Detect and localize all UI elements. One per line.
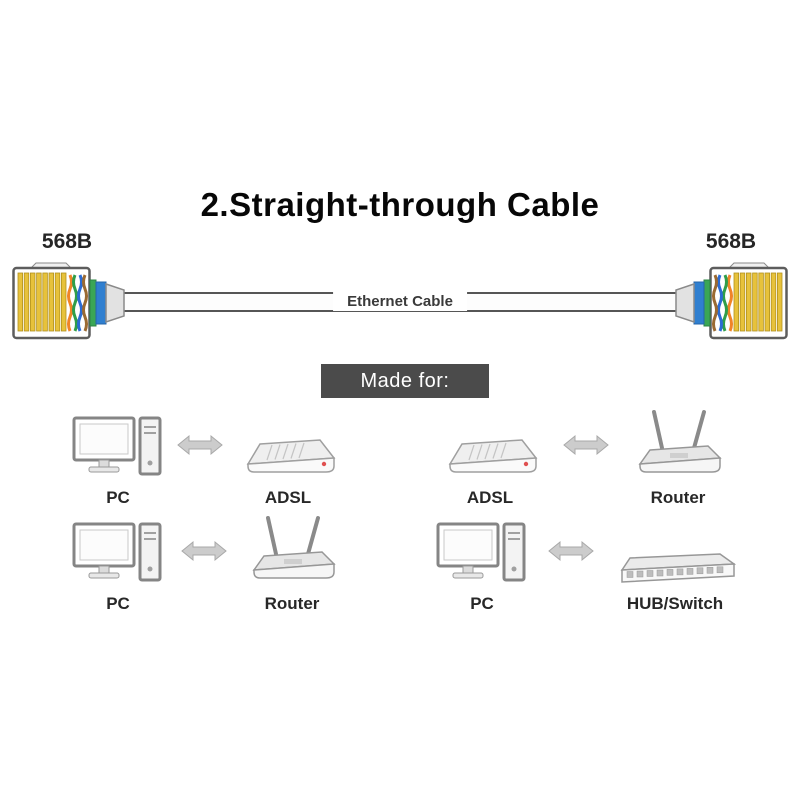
adsl-modem-icon — [448, 439, 538, 473]
router-icon — [638, 410, 722, 473]
device-pair-pc-hub: PC HUB/Switch — [436, 516, 736, 614]
device-pair-adsl-router: ADSL Router — [438, 410, 726, 508]
rj45-connector-right — [670, 260, 788, 346]
device-label: HUB/Switch — [626, 594, 724, 613]
ethernet-cable-label: Ethernet Cable — [333, 292, 467, 311]
adsl-modem-icon — [246, 439, 336, 473]
device-pc: PC — [436, 516, 528, 614]
device-label: PC — [106, 594, 130, 613]
device-label: PC — [470, 594, 494, 613]
device-pair-pc-router: PC Router — [72, 516, 340, 614]
hub-switch-icon — [620, 553, 736, 583]
bidirectional-arrow-icon — [181, 540, 227, 562]
device-router: Router — [630, 410, 726, 508]
router-icon — [252, 516, 336, 579]
pc-icon — [72, 522, 162, 582]
pc-icon — [72, 416, 162, 476]
device-hub-switch: HUB/Switch — [614, 516, 736, 614]
device-pc: PC — [72, 516, 164, 614]
rj45-connector-left — [12, 260, 130, 346]
device-label: ADSL — [264, 488, 312, 507]
pc-icon — [436, 522, 526, 582]
device-adsl: ADSL — [236, 410, 340, 508]
bidirectional-arrow-icon — [548, 540, 594, 562]
right-connector-label: 568B — [705, 230, 757, 253]
left-connector-label: 568B — [41, 230, 93, 253]
bidirectional-arrow-icon — [177, 434, 223, 456]
device-label: PC — [106, 488, 130, 507]
device-router: Router — [244, 516, 340, 614]
device-adsl: ADSL — [438, 410, 542, 508]
made-for-banner: Made for: — [321, 364, 489, 398]
bidirectional-arrow-icon — [563, 434, 609, 456]
device-pair-pc-adsl: PC ADSL — [72, 410, 340, 508]
diagram-title: 2.Straight-through Cable — [200, 186, 600, 223]
device-pc: PC — [72, 410, 164, 508]
device-label: ADSL — [466, 488, 514, 507]
device-label: Router — [650, 488, 706, 507]
rj45-connector-icon — [675, 262, 788, 340]
device-label: Router — [264, 594, 320, 613]
rj45-connector-icon — [12, 262, 125, 340]
